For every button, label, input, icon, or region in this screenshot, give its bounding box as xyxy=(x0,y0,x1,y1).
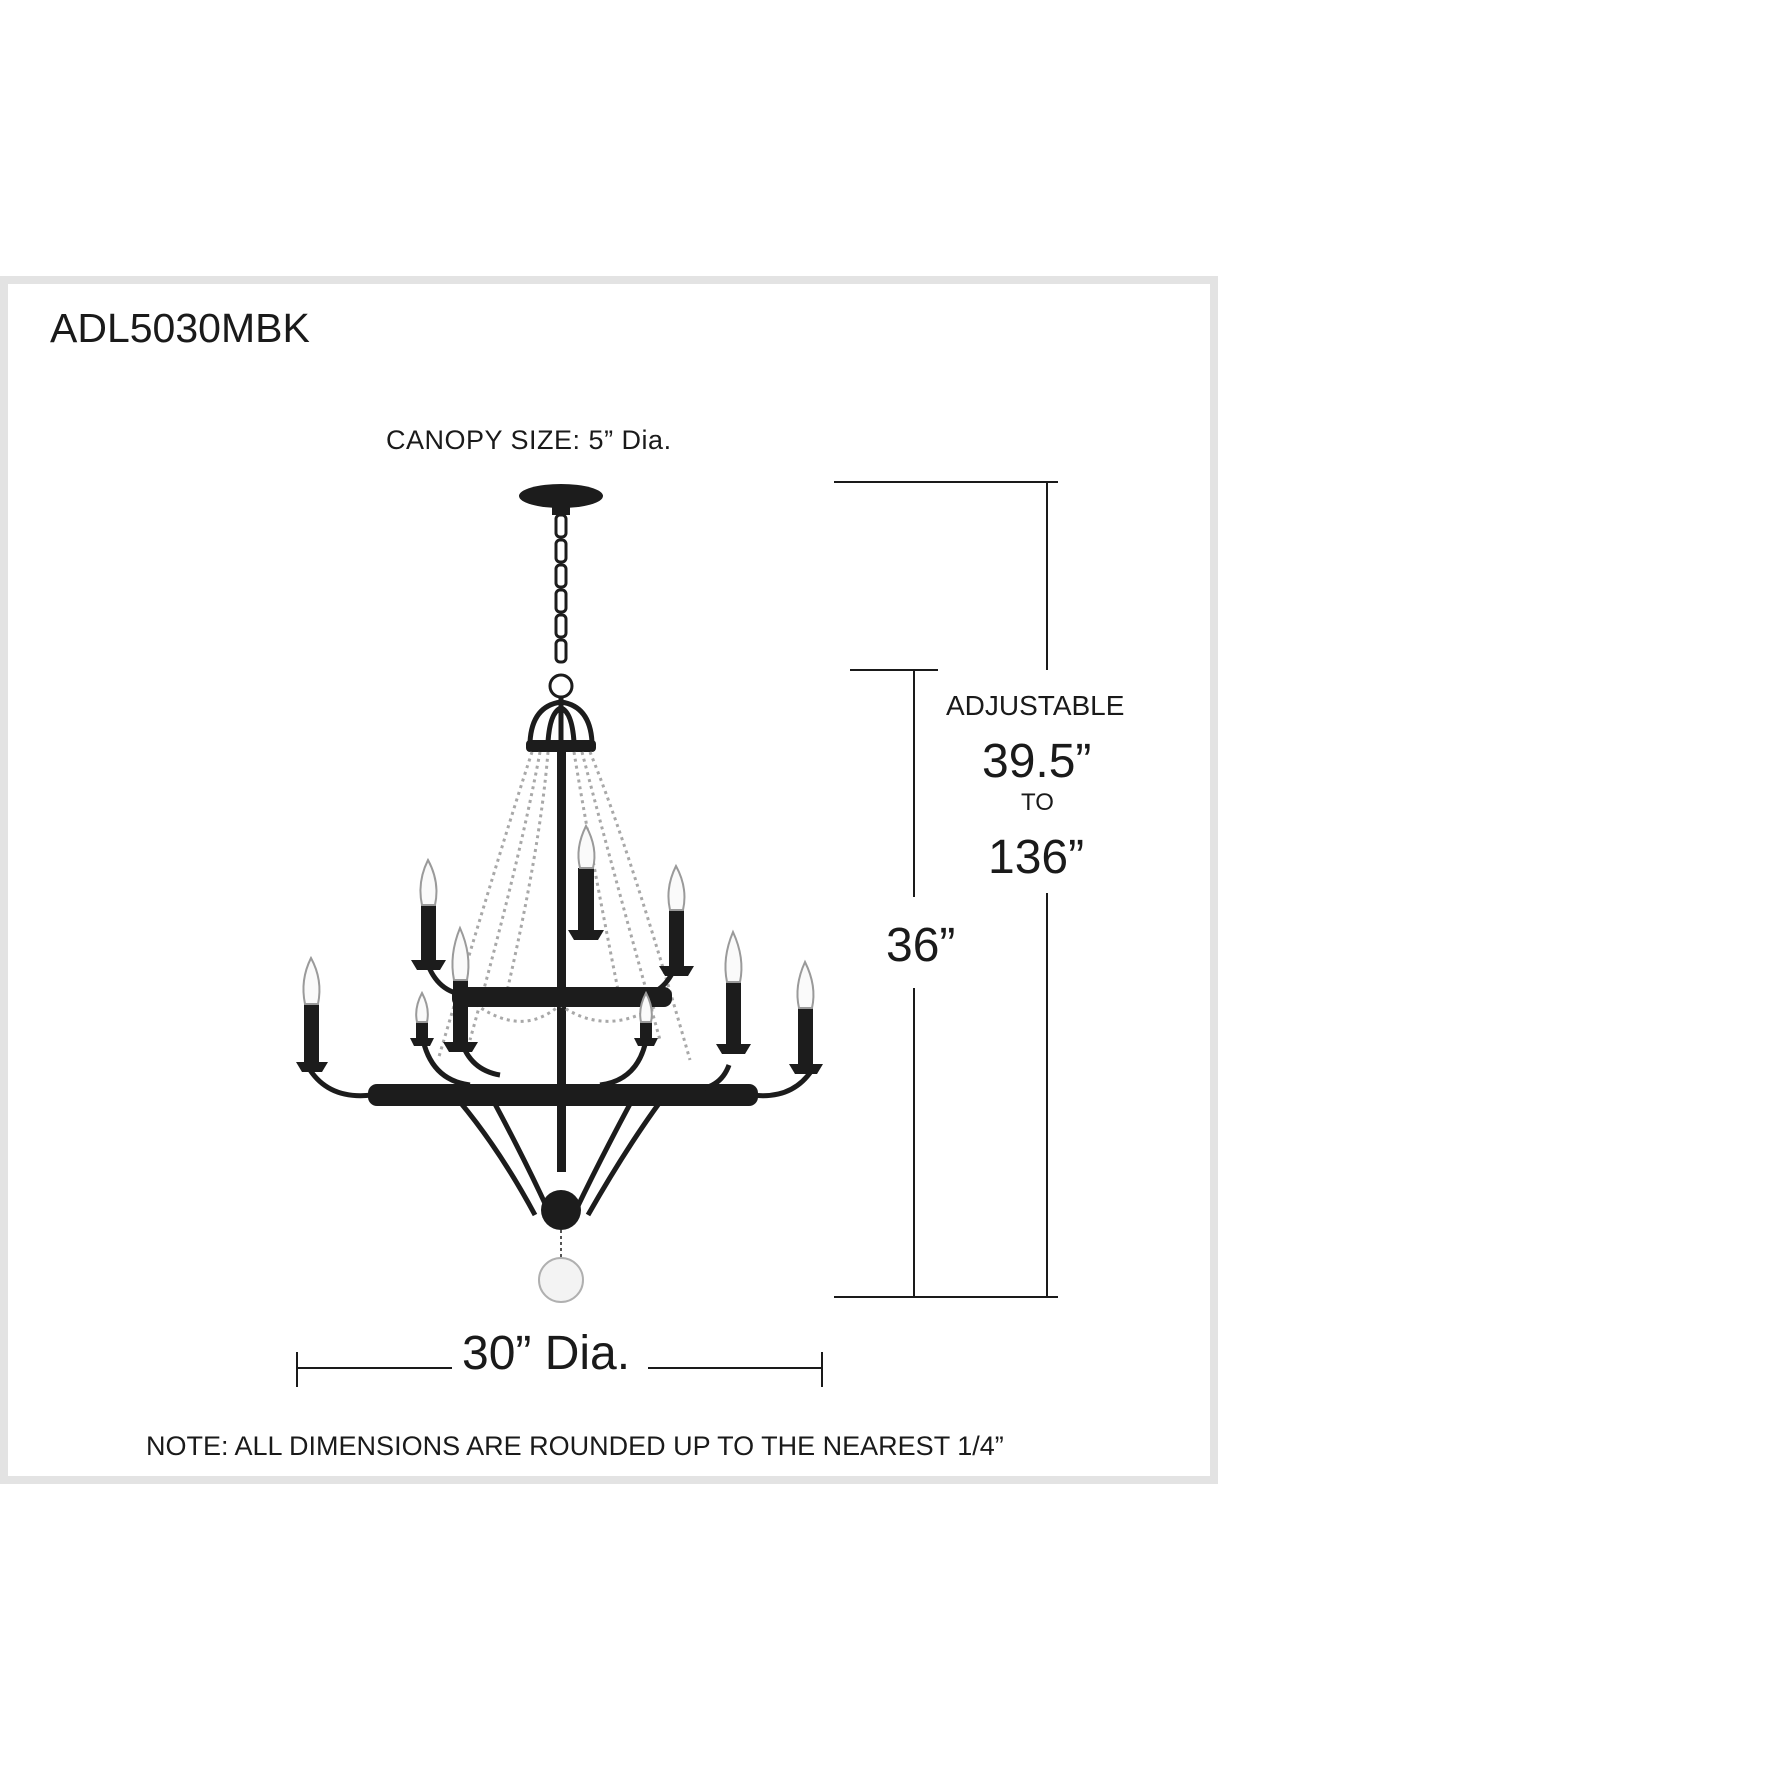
canopy xyxy=(519,484,603,515)
bottom-finial xyxy=(541,1190,581,1230)
lower-ring xyxy=(368,1084,758,1106)
crown-ring xyxy=(526,740,596,752)
fixture-height-dimension xyxy=(850,669,938,1297)
overall-height-dimension xyxy=(834,481,1058,1298)
crystal-ball xyxy=(538,1257,584,1303)
adjustable-to-label: TO xyxy=(1021,789,1054,816)
bowl-arms xyxy=(458,1100,663,1217)
crown xyxy=(527,697,595,743)
adjustable-max-value: 136” xyxy=(988,831,1085,884)
adjustable-min-value: 39.5” xyxy=(982,735,1092,788)
central-stem xyxy=(557,752,566,1172)
bulbs xyxy=(302,823,815,1023)
diameter-dimension xyxy=(296,1352,823,1387)
canopy-size-label: CANOPY SIZE: 5” Dia. xyxy=(386,425,672,455)
chain xyxy=(548,513,574,699)
diameter-label: 30” Dia. xyxy=(462,1327,631,1380)
upper-ring xyxy=(452,987,672,1007)
drawing-frame xyxy=(0,276,1218,1484)
model-number: ADL5030MBK xyxy=(50,305,310,351)
candles xyxy=(296,868,823,1074)
dimensions-note: NOTE: ALL DIMENSIONS ARE ROUNDED UP TO T… xyxy=(146,1431,1004,1461)
adjustable-label: ADJUSTABLE xyxy=(946,690,1125,721)
fixture-height-label: 36” xyxy=(886,919,956,972)
